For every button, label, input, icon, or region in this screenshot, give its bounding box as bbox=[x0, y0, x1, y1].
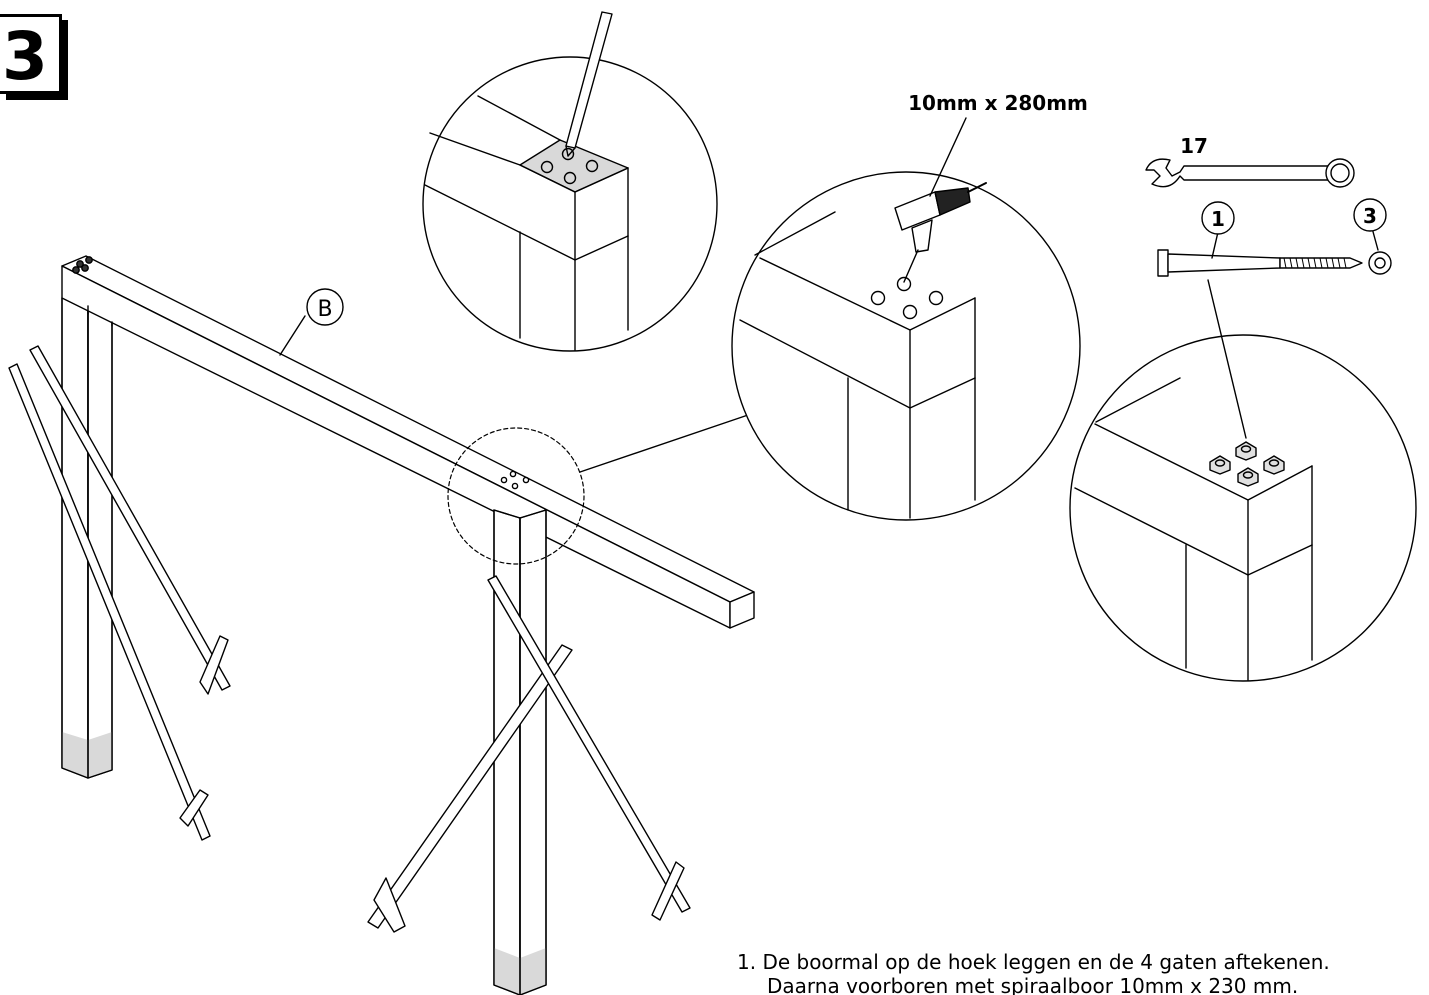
wrench-icon bbox=[1145, 158, 1355, 188]
left-brace-back bbox=[29, 345, 231, 695]
step-number-badge: 3 bbox=[0, 14, 62, 95]
instructions: 1. De boormal op de hoek leggen en de 4 … bbox=[737, 950, 1427, 995]
detail-drilling bbox=[731, 117, 1081, 521]
drill-spec-label: 10mm x 280mm bbox=[908, 91, 1088, 115]
instruction-line-1: 1. De boormal op de hoek leggen en de 4 … bbox=[737, 950, 1330, 974]
washer-part-circle bbox=[1353, 198, 1387, 232]
drill-icon bbox=[894, 182, 987, 283]
detail-highlight-circle bbox=[447, 427, 585, 565]
middle-post bbox=[493, 509, 547, 995]
instruction-line-2: Daarna voorboren met spiraalboor 10mm x … bbox=[767, 974, 1299, 995]
bolt-heads bbox=[1209, 441, 1285, 487]
washer-icon bbox=[1368, 227, 1392, 275]
detail-marking bbox=[422, 11, 718, 352]
beam-b bbox=[61, 255, 755, 629]
beam-label: B bbox=[317, 297, 332, 322]
middle-brace-right bbox=[487, 575, 691, 921]
pencil-icon bbox=[565, 11, 613, 157]
detail-bolted bbox=[1069, 334, 1417, 682]
middle-brace-left bbox=[367, 644, 573, 933]
lag-bolt-icon bbox=[1157, 231, 1363, 439]
left-brace-front bbox=[8, 363, 211, 841]
washer-part-label: 3 bbox=[1363, 204, 1377, 228]
bolt-part-label: 1 bbox=[1211, 207, 1225, 231]
bolt-part-circle bbox=[1201, 201, 1235, 235]
beam-label-circle bbox=[306, 288, 344, 326]
wrench-size-label: 17 bbox=[1180, 134, 1208, 158]
